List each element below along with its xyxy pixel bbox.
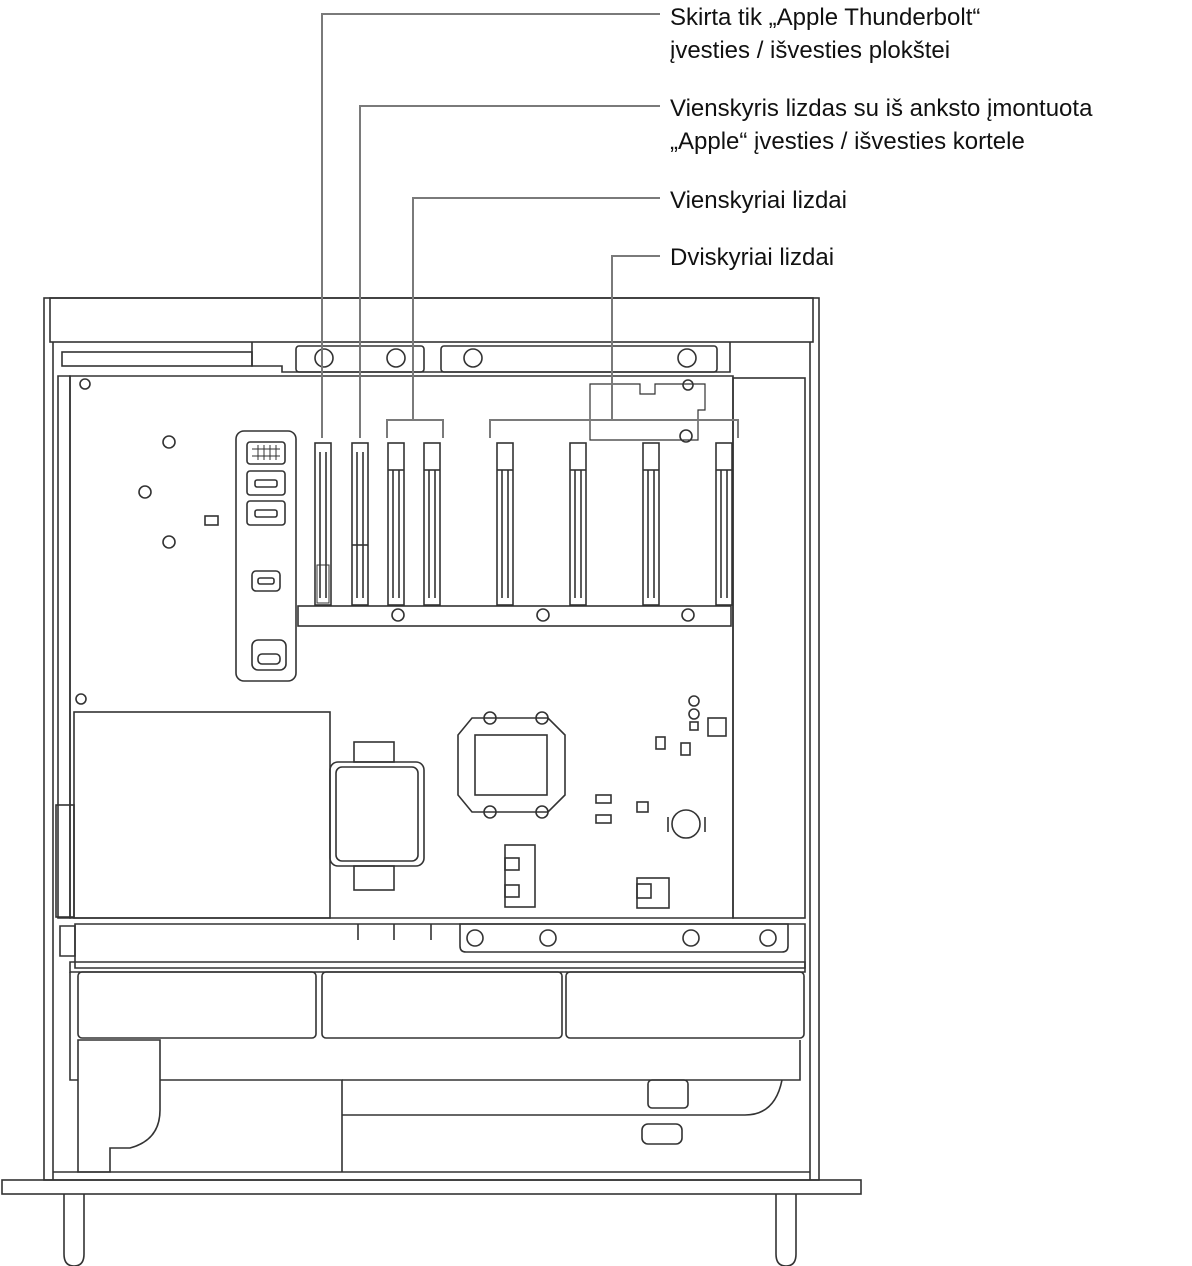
thunderbolt-io-plate xyxy=(235,430,297,682)
pcie-slot xyxy=(569,442,587,606)
lower-rail xyxy=(59,923,806,973)
right-side-module xyxy=(732,377,806,919)
callout-single-wide-slots: Vienskyriai lizdai xyxy=(670,184,847,217)
power-connector xyxy=(329,741,425,891)
board-components xyxy=(504,695,727,909)
pcie-slot xyxy=(496,442,514,606)
io-port-grid xyxy=(252,445,280,460)
pcie-slot xyxy=(314,442,332,606)
logic-board xyxy=(57,375,734,919)
callout-line: Vienskyriai lizdai xyxy=(670,187,847,214)
leader-line-thunderbolt xyxy=(321,13,660,438)
top-rail xyxy=(61,342,731,373)
bottom-housing xyxy=(53,1039,810,1173)
pcie-slot xyxy=(715,442,733,606)
leader-line-double-slots xyxy=(489,255,739,438)
slot-retention-bar xyxy=(297,605,732,627)
callout-line: Skirta tik „Apple Thunderbolt“ xyxy=(670,4,981,31)
rail-screw-icon xyxy=(466,929,777,947)
foot xyxy=(63,1194,797,1266)
power-supply xyxy=(55,711,331,919)
callout-preinstalled-io-card-slot: Vienskyris lizdas su iš anksto įmontuota… xyxy=(670,92,1092,158)
callout-line: Vienskyris lizdas su iš anksto įmontuota xyxy=(670,95,1093,122)
top-screw-icon xyxy=(314,348,697,368)
cpu-socket xyxy=(457,711,566,819)
callout-line: Dviskyriai lizdai xyxy=(670,244,835,271)
fan-bay xyxy=(69,971,805,1081)
leader-line-single-slots xyxy=(386,197,660,438)
pcie-slot xyxy=(423,442,441,606)
pcie-slot xyxy=(351,442,369,606)
slot-bracket xyxy=(589,379,706,443)
callout-double-wide-slots: Dviskyriai lizdai xyxy=(670,241,834,274)
callout-line: įvesties / išvesties plokštei xyxy=(670,37,951,64)
callout-thunderbolt-io-only: Skirta tik „Apple Thunderbolt“ įvesties … xyxy=(670,1,980,67)
pcie-slot xyxy=(387,442,405,606)
pcie-slot xyxy=(642,442,660,606)
callout-line: „Apple“ įvesties / išvesties kortele xyxy=(670,128,1025,155)
leader-line-apple-io-card xyxy=(359,105,660,438)
base-plate xyxy=(1,1179,862,1195)
